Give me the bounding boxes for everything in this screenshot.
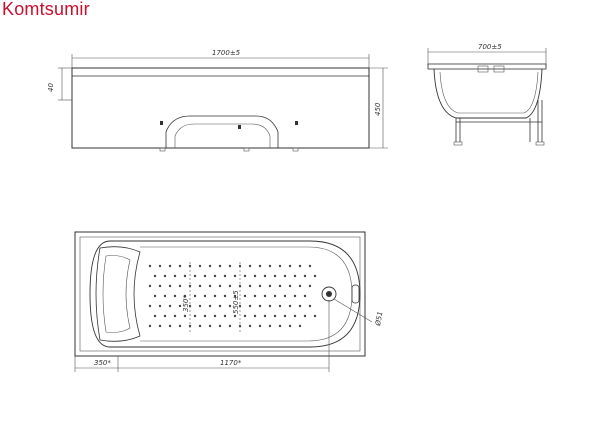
side-view: 700±5 — [427, 43, 547, 146]
brand-logo-text: Komtsumir — [2, 0, 90, 19]
inner-length-label: 550±5 — [232, 290, 240, 314]
front-rim-label: 40 — [47, 83, 55, 92]
drain-diameter-label: Ø51 — [374, 311, 385, 328]
inner-width-label: 350* — [182, 295, 190, 312]
side-width-label: 700±5 — [478, 43, 502, 51]
front-view: 1700±5 40 450 — [47, 49, 388, 152]
floor-texture — [148, 264, 317, 328]
top-view: 350* 550±5 Ø51 350* 1170* — [74, 231, 385, 372]
front-width-label: 1700±5 — [212, 49, 241, 57]
left-offset-label: 350* — [94, 359, 111, 367]
drain-distance-label: 1170* — [220, 359, 242, 367]
front-height-label: 450 — [374, 102, 382, 116]
